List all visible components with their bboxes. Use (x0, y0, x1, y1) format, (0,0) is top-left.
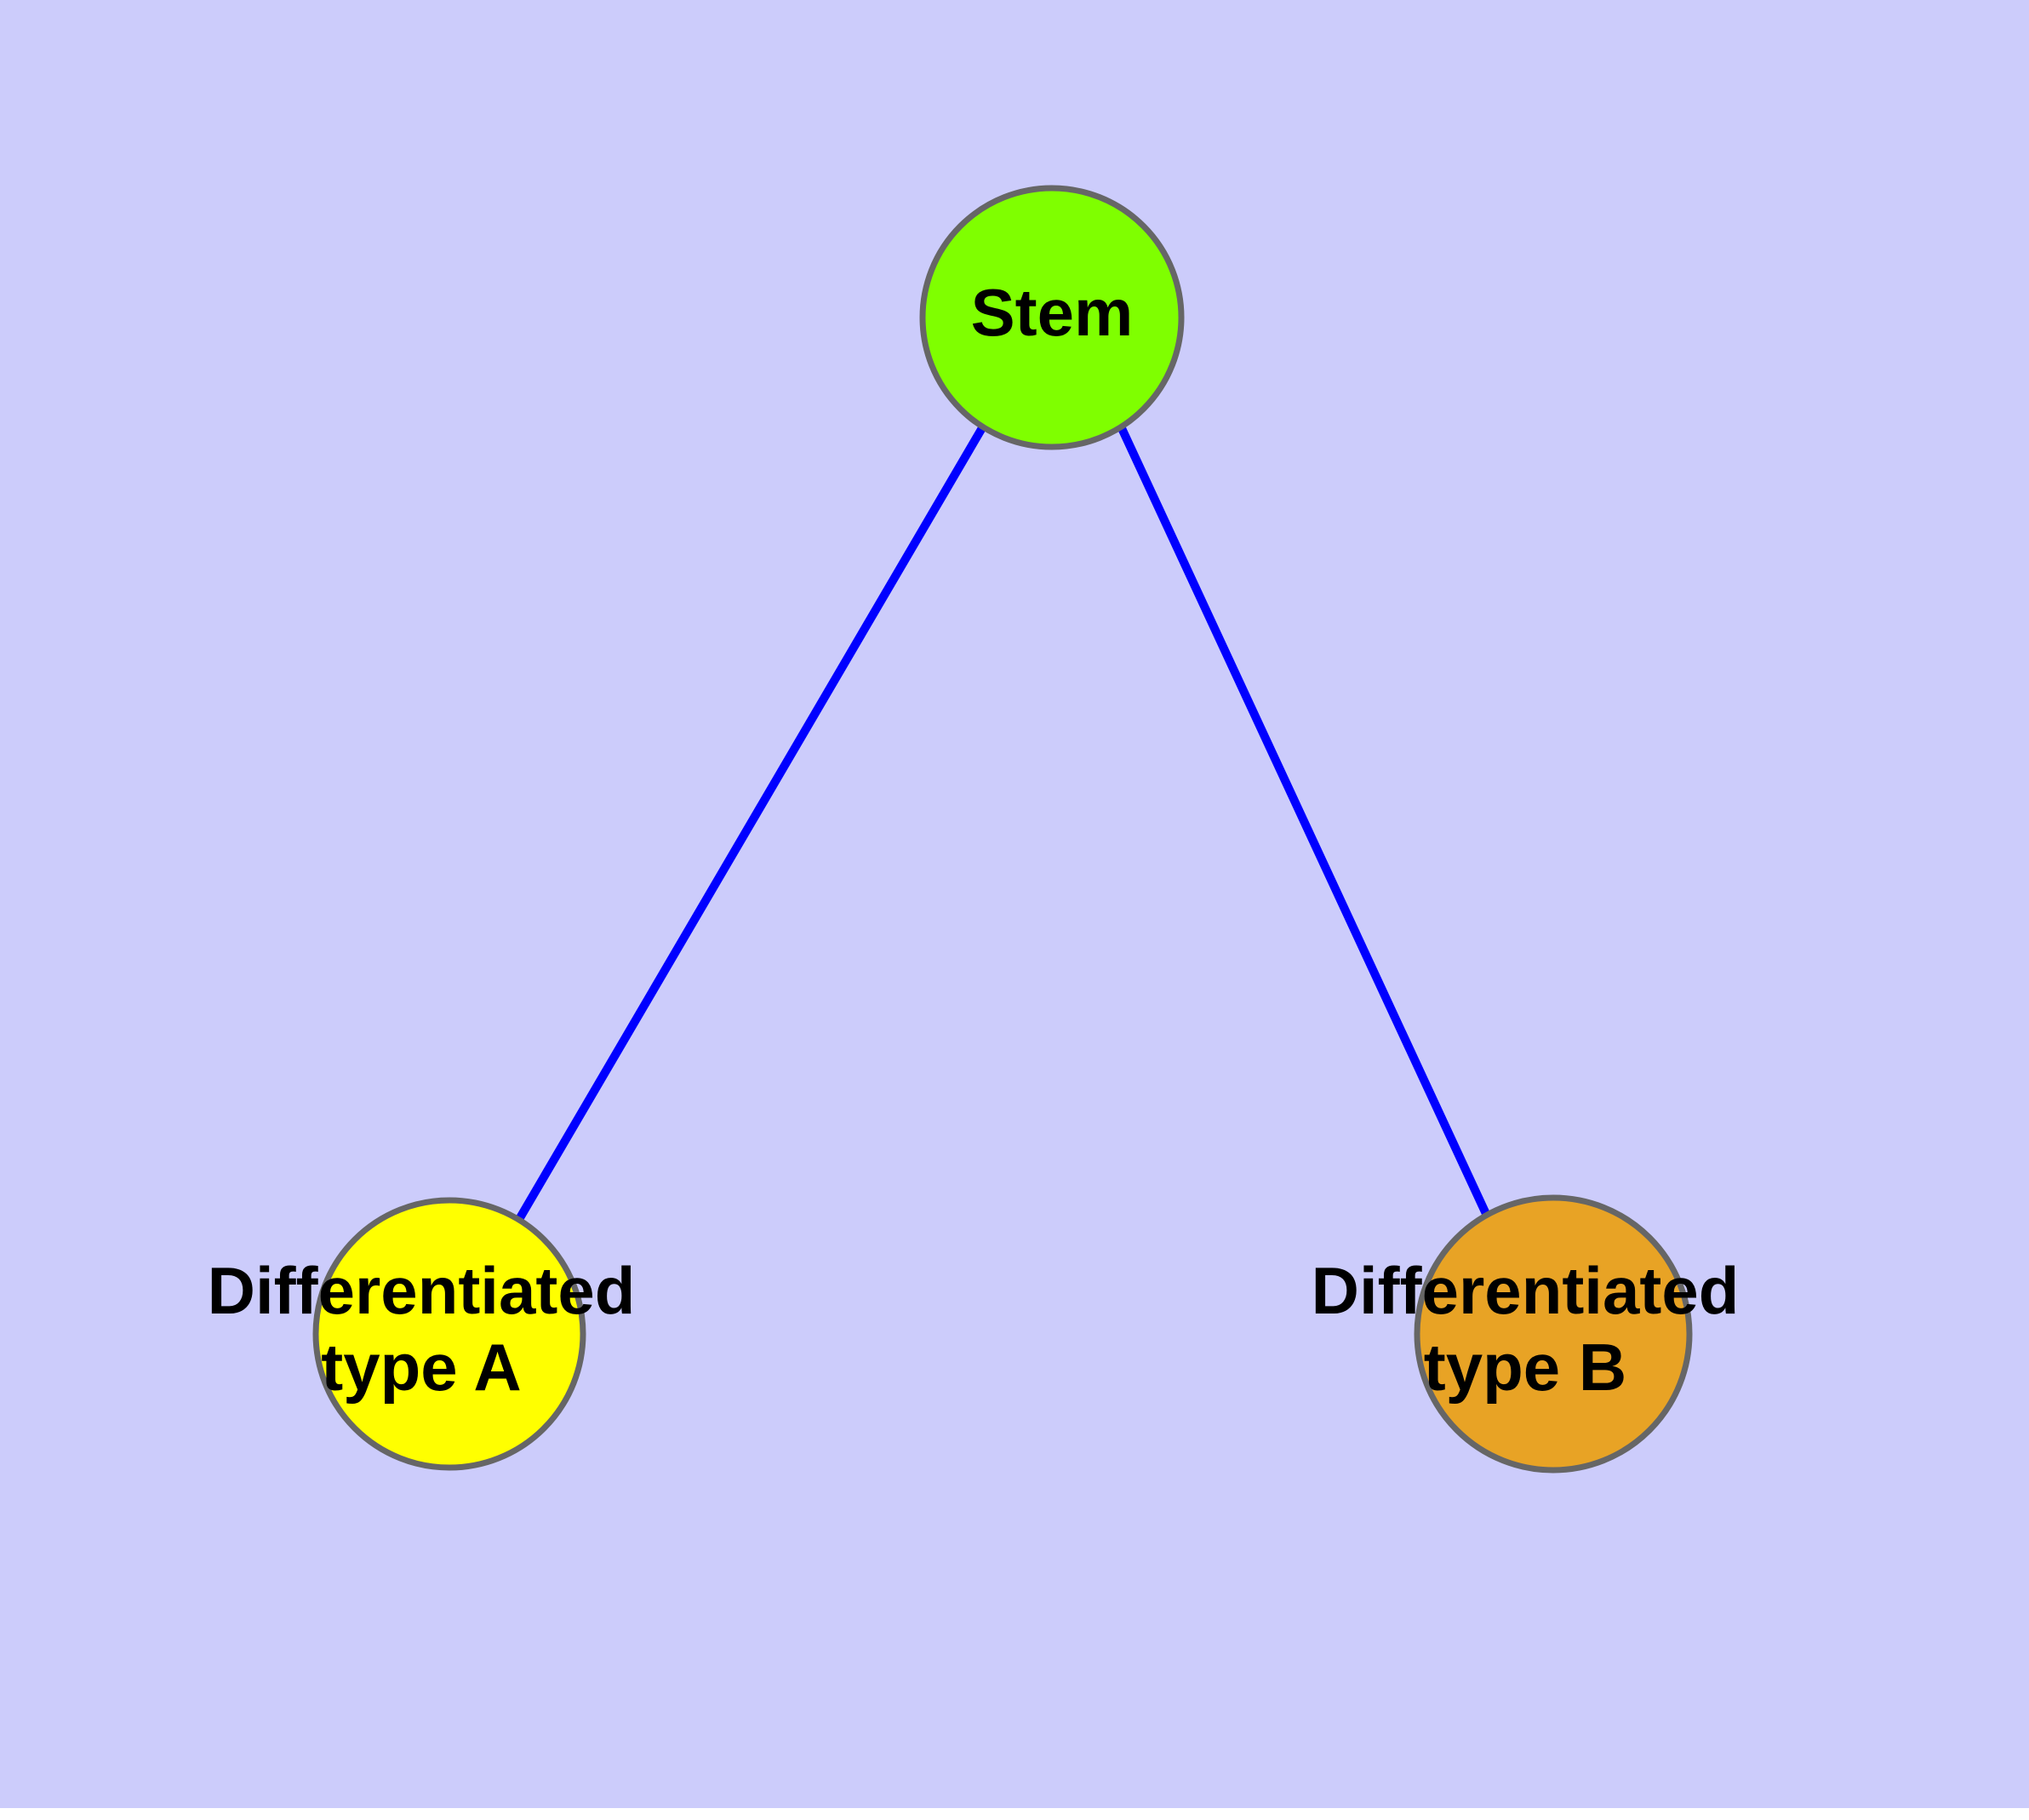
nodes-layer (312, 185, 1693, 1474)
node-differentiated-type-a[interactable] (312, 1197, 586, 1471)
edge-stem-to-differentiated-type-a[interactable] (514, 424, 987, 1223)
node-stem[interactable] (919, 185, 1185, 450)
node-label-stem: Stem (971, 275, 1134, 350)
node-differentiated-type-b[interactable] (1414, 1194, 1693, 1474)
edge-stem-to-differentiated-type-b[interactable] (1117, 424, 1491, 1218)
edges-layer (514, 424, 1491, 1223)
